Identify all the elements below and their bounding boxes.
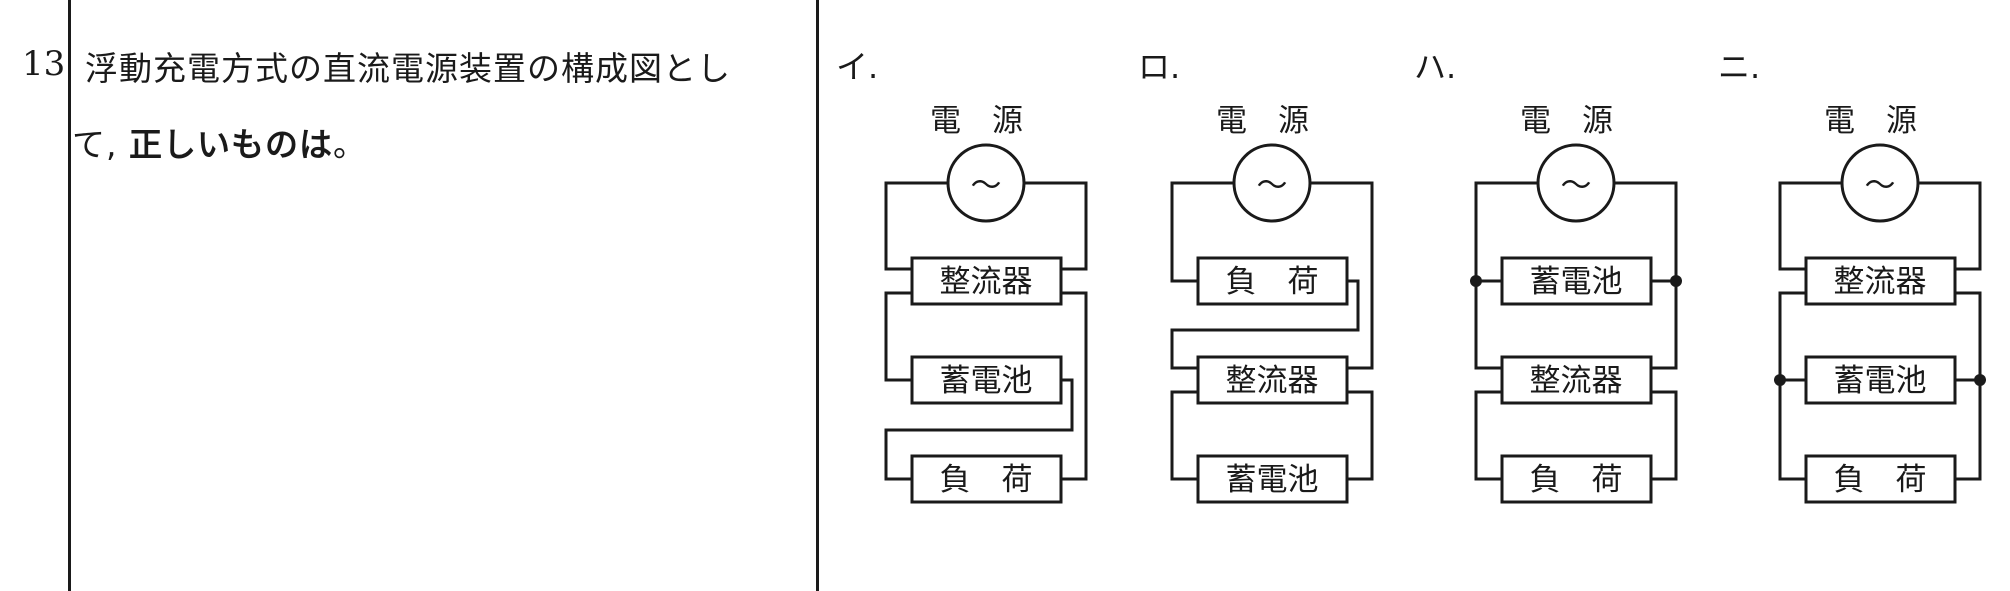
block-ro-2-label: 整流器 [1226,363,1319,399]
source-label-i: 電 源 [930,103,1023,139]
question-line-1: 浮動充電方式の直流電源装置の構成図とし [85,49,731,88]
wire [1310,181,1374,370]
wire [1955,291,1982,481]
wire [884,291,912,382]
source-label-ha: 電 源 [1520,103,1613,139]
junction-dot [1470,275,1482,287]
block-ha-2 [1500,355,1653,405]
junction-dot [1974,374,1986,386]
ac-symbol-ro: ～ [1257,168,1288,204]
question-number: 13 [22,44,66,84]
wire [1474,281,1502,370]
question-line-2-prefix: て, [72,125,118,164]
block-ni-1-label: 整流器 [1834,264,1927,300]
block-ha-2-label: 整流器 [1530,363,1623,399]
wire [1347,390,1374,481]
wire [1024,181,1088,271]
block-i-3-label: 負 荷 [940,462,1033,498]
option-mark-ro: ロ. [1138,48,1180,86]
wire [1778,181,1842,271]
wire [1170,279,1360,370]
option-mark-ha: ハ. [1414,48,1456,86]
question-text-line-1: 浮動充電方式の直流電源装置の構成図とし [85,42,731,90]
wire [1651,281,1678,370]
source-label-ro: 電 源 [1216,103,1309,139]
option-ha-diagram: ハ. 電 源 ～ 蓄電池 整流器 負 荷 [1414,48,1682,504]
wire [1651,390,1678,481]
question-line-2-suffix: 。 [333,125,367,164]
option-mark-i: イ. [836,48,878,86]
block-ro-3-label: 蓄電池 [1226,462,1319,498]
option-ro-diagram: ロ. 電 源 ～ 負 荷 整流器 蓄電池 [1138,48,1374,504]
wire [1614,181,1678,283]
question-text-line-2: て, 正しいものは。 [72,118,367,166]
option-ni-diagram: ニ. 電 源 ～ 整流器 蓄電池 負 荷 [1718,48,1986,504]
junction-dot [1774,374,1786,386]
block-ni-2-label: 蓄電池 [1834,363,1927,399]
block-ro-1-label: 負 荷 [1226,264,1319,300]
ac-symbol-ha: ～ [1561,168,1592,204]
block-ro-2 [1196,355,1349,405]
block-ha-1-label: 蓄電池 [1530,264,1623,300]
wire [1474,390,1502,481]
wire [1170,390,1198,481]
wire [884,181,948,271]
center-column-divider [816,0,819,591]
block-ni-1 [1804,256,1957,306]
block-i-1-label: 整流器 [940,264,1033,300]
wire [1778,291,1806,481]
source-label-ni: 電 源 [1824,103,1917,139]
block-i-1 [910,256,1063,306]
left-column-divider [68,0,71,591]
wire [1170,181,1234,283]
ac-symbol-i: ～ [971,168,1002,204]
wire [884,378,1074,481]
question-line-2-emphasis: 正しいものは [129,125,333,164]
block-ha-3-label: 負 荷 [1530,462,1623,498]
wire [1474,181,1538,283]
block-i-2-label: 蓄電池 [940,363,1033,399]
option-i-diagram: イ. 電 源 ～ 整流器 蓄電池 負 荷 [836,48,1088,504]
ac-symbol-ni: ～ [1865,168,1896,204]
block-ni-3-label: 負 荷 [1834,462,1927,498]
junction-dot [1670,275,1682,287]
option-mark-ni: ニ. [1718,48,1760,86]
wire [1061,291,1088,481]
wire [1918,181,1982,271]
